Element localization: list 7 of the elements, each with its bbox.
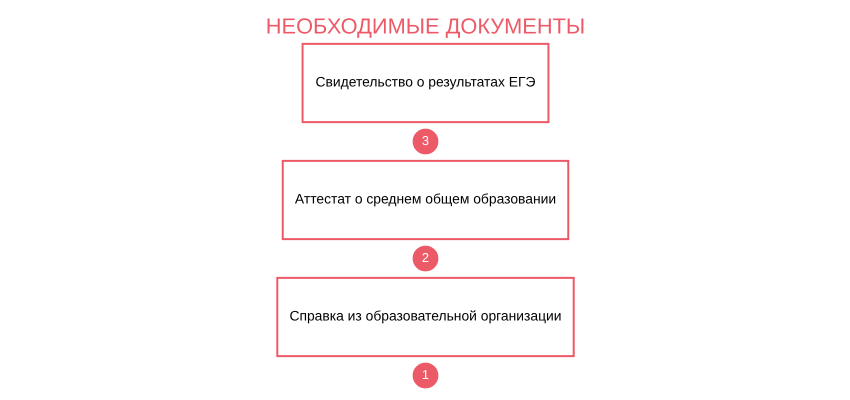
node-circle: 1 bbox=[412, 362, 438, 388]
diagram-title: НЕОБХОДИМЫЕ ДОКУМЕНТЫ bbox=[265, 14, 585, 39]
node-circle: 3 bbox=[412, 128, 438, 154]
node-box: Справка из образовательной организации bbox=[276, 276, 574, 358]
node-box: Аттестат о среднем общем образовании bbox=[281, 160, 569, 240]
node-circle: 2 bbox=[412, 246, 438, 272]
node-box: Свидетельство о результатах ЕГЭ bbox=[301, 42, 549, 124]
